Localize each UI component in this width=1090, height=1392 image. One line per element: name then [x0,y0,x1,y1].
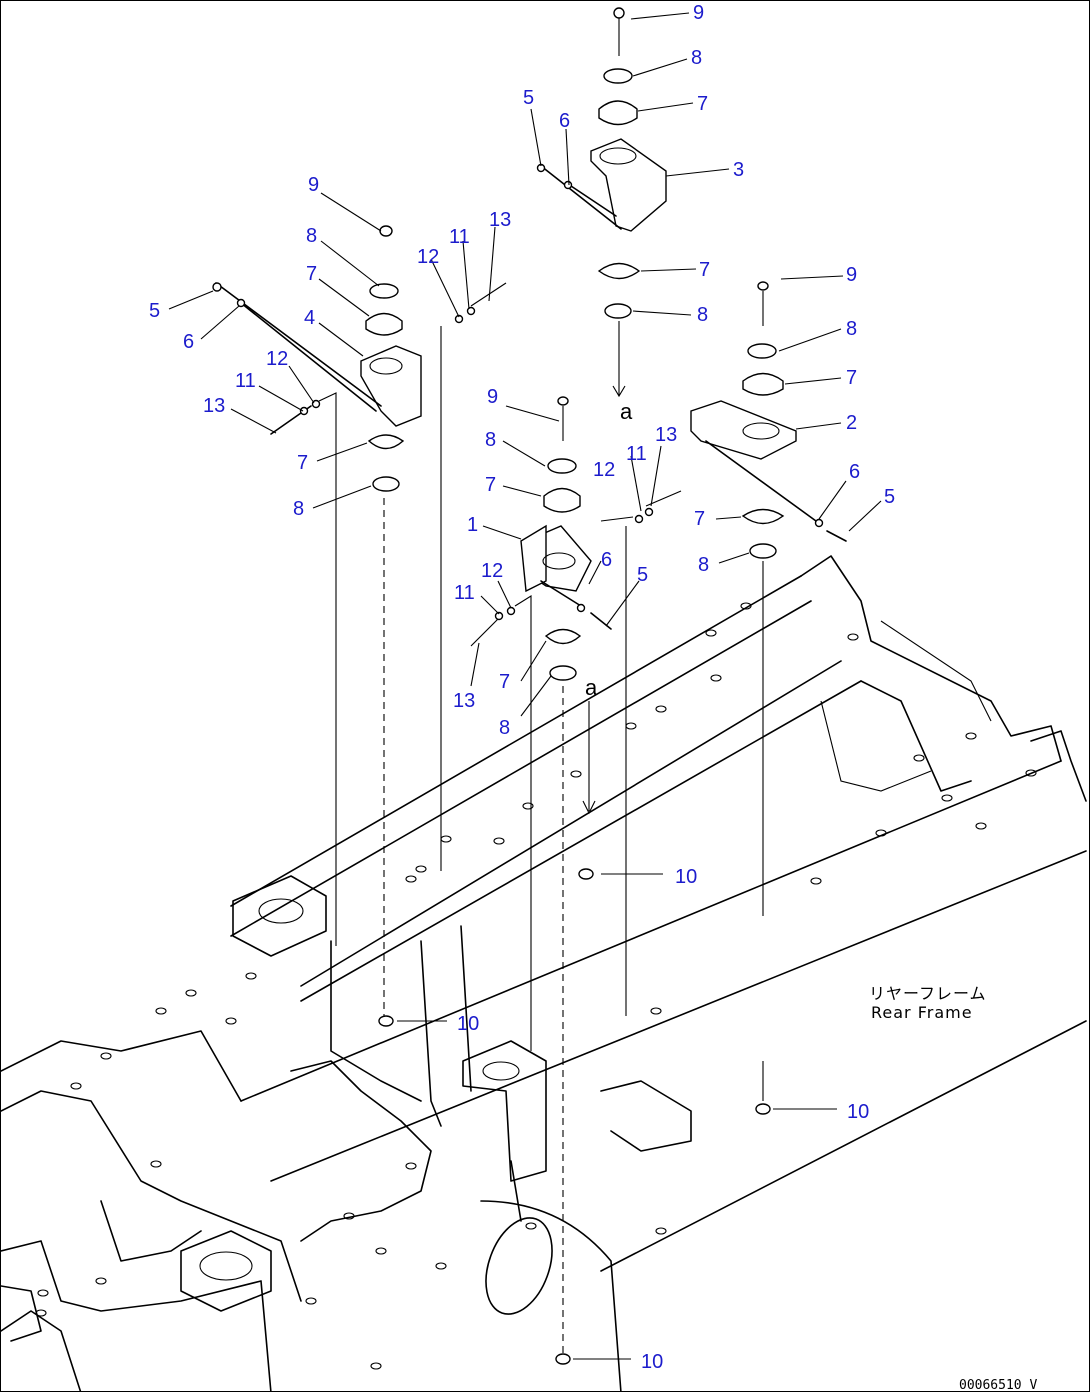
callout-13-center-top: 13 [655,424,677,446]
nut-markers [378,868,771,1365]
callout-12-center: 12 [481,560,503,582]
mount-group-left [212,225,507,1016]
callout-8-left: 8 [306,225,317,247]
callout-9-top: 9 [693,2,704,24]
callout-11-left-top: 11 [449,226,470,248]
callout-10-d: 10 [641,1351,663,1373]
callout-10-c: 10 [847,1101,869,1123]
mount-group-top [536,7,667,398]
callout-9-left: 9 [308,174,319,196]
callout-13-left-top: 13 [489,209,511,231]
callout-11-center: 11 [454,582,475,604]
frame-label-ja: リヤーフレーム [869,984,987,1003]
callout-8-top: 8 [691,47,702,69]
callout-7-right-lower: 7 [694,508,705,530]
callout-7-right: 7 [846,367,857,389]
callout-5-right: 5 [884,486,895,508]
callout-7-top-lower: 7 [699,259,710,281]
callout-7-left: 7 [306,263,317,285]
callout-8-right: 8 [846,318,857,340]
callout-7-center-lower: 7 [499,671,510,693]
callout-6-right: 6 [849,461,860,483]
callout-8-center-lower: 8 [499,717,510,739]
section-marker-a-bottom: a [585,675,598,700]
callout-10-b: 10 [457,1013,479,1035]
callout-labels: 9 8 7 5 6 3 7 8 9 8 7 4 12 11 13 5 6 12 … [149,2,895,1373]
callout-1: 1 [467,514,478,536]
callout-8-right-lower: 8 [698,554,709,576]
callout-8-left-lower: 8 [293,498,304,520]
callout-6-left: 6 [183,331,194,353]
callout-9-right: 9 [846,264,857,286]
callout-9-center: 9 [487,386,498,408]
callout-7-center: 7 [485,474,496,496]
callout-11-left: 11 [235,370,256,392]
leader-lines [168,12,882,1360]
callout-12-left: 12 [266,348,288,370]
callout-3: 3 [733,159,744,181]
callout-8-center: 8 [485,429,496,451]
drawing-code: 00066510 V [959,1378,1037,1392]
rear-frame [1,555,1087,1391]
callout-6-center: 6 [601,549,612,571]
callout-4: 4 [304,307,315,329]
callout-8-top-lower: 8 [697,304,708,326]
section-marker-a-top: a [620,399,633,424]
callout-5-center: 5 [637,564,648,586]
callout-12-center-top: 12 [593,459,615,481]
callout-7-left-lower: 7 [297,452,308,474]
callout-6-top: 6 [559,110,570,132]
callout-5-top: 5 [523,87,534,109]
callout-11-center-top: 11 [626,443,647,465]
frame-label-en: Rear Frame [871,1003,973,1022]
callout-2: 2 [846,412,857,434]
mount-group-right [690,281,847,1101]
callout-7-top: 7 [697,93,708,115]
callout-13-left: 13 [203,395,225,417]
callout-10-a: 10 [675,866,697,888]
callout-13-center: 13 [453,690,475,712]
mount-group-center [470,396,682,1356]
callout-5-left: 5 [149,300,160,322]
callout-12-left-top: 12 [417,246,439,268]
